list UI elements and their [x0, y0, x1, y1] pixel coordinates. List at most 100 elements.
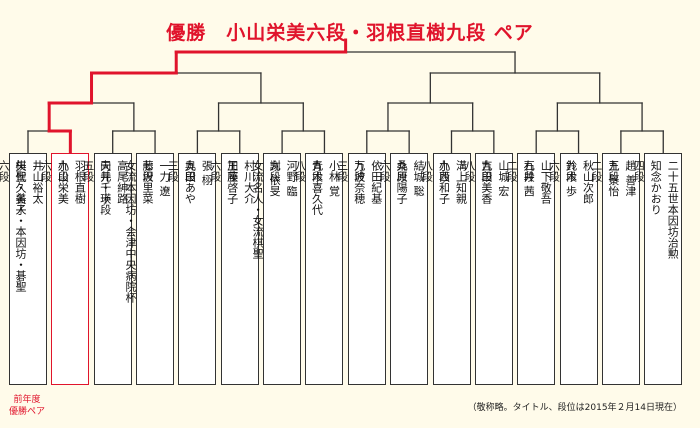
- player-rank: 九段: [395, 160, 409, 182]
- player-rank: 七段: [141, 160, 155, 182]
- pair-entry: 溝上知親九段小西和子八段: [421, 153, 471, 385]
- player: 鈴木 歩六段: [548, 160, 580, 197]
- player: 小山栄美六段: [39, 160, 71, 204]
- player-name: 石井 茜: [522, 160, 536, 197]
- player: 謝 依旻女流名人・女流棋聖: [251, 160, 283, 259]
- player-name: 結城 聡: [412, 160, 426, 197]
- player: 矢代久美子六段: [0, 160, 29, 215]
- player-rank: 二段: [505, 160, 519, 182]
- player-name: 藤沢里菜: [141, 160, 155, 204]
- player-rank: 九段: [437, 160, 451, 182]
- player-name: 謝 依旻: [268, 160, 282, 197]
- player-name: 井山裕太: [31, 160, 44, 204]
- pair-entry: 秋山次郎九段鈴木 歩六段: [548, 153, 598, 385]
- player: 一力 遼七段: [141, 160, 173, 197]
- player: 秋山次郎九段: [565, 160, 597, 204]
- page-title: 優勝 小山栄美六段・羽根直樹九段 ペア: [166, 22, 534, 44]
- player-name: 桑原陽子: [395, 160, 409, 204]
- player-rank: 六段: [378, 160, 392, 182]
- player-name: 万波奈穂: [352, 160, 366, 204]
- pair-entry: 小林 覚九段青木喜久代八段: [293, 153, 344, 385]
- player: 奥田あや三段: [166, 160, 198, 204]
- player: 依田紀基九段: [353, 160, 385, 204]
- player-name: 奥田あや: [183, 160, 197, 204]
- player: 結城 聡九段: [395, 160, 427, 197]
- player: 向井千瑛五段: [82, 160, 114, 204]
- player: 藤沢里菜女流本因坊・会津中央病院杯: [124, 160, 156, 303]
- player: 溝上知親九段: [438, 160, 470, 204]
- player-rank: 八段: [420, 160, 434, 182]
- player-name: 村川大介: [242, 160, 256, 204]
- player-rank: 八段: [462, 160, 476, 182]
- player: 河野 臨九段: [268, 160, 300, 197]
- player-rank: 棋聖・名人・本因坊・碁聖: [14, 160, 27, 292]
- player-rank: 六段: [208, 160, 222, 182]
- player: 石井 茜二段: [505, 160, 537, 197]
- player: 知念かおり四段: [632, 160, 664, 215]
- player-rank: 六段: [547, 160, 561, 182]
- player: 井山裕太棋聖・名人・本因坊・碁聖: [14, 160, 46, 292]
- player-rank: 六段: [0, 160, 10, 182]
- player-rank: 六段: [39, 160, 53, 182]
- player: 張 栩九段: [183, 160, 215, 186]
- player: 加藤啓子六段: [209, 160, 241, 204]
- player: 羽根直樹九段: [56, 160, 88, 204]
- pair-entry: 山城 宏九段吉田美香八段: [463, 153, 513, 385]
- player-rank: 三段: [335, 160, 349, 182]
- pair-entry: 張 栩九段奥田あや三段: [166, 153, 217, 385]
- player-name: 青木喜久代: [310, 160, 324, 215]
- player-name: 趙 善津: [623, 160, 637, 197]
- player-rank: 九段: [56, 160, 70, 182]
- player: 二十五世本因坊治勲: [664, 160, 681, 259]
- player-rank: 四段: [632, 160, 646, 182]
- pair-entry: 羽根直樹九段小山栄美六段: [39, 153, 90, 385]
- player-rank: 八段: [293, 160, 307, 182]
- player-name: 羽根直樹: [73, 160, 87, 204]
- player: 桑原陽子六段: [378, 160, 410, 204]
- pair-entry: 井山裕太棋聖・名人・本因坊・碁聖矢代久美子六段: [0, 153, 47, 385]
- player-name: 小山栄美: [56, 160, 70, 204]
- player: 小林 覚九段: [310, 160, 342, 197]
- player: 高尾紳路天元・十段: [99, 160, 131, 215]
- player-rank: 五段: [81, 160, 95, 182]
- player-name: 溝上知親: [454, 160, 468, 204]
- player-name: 加藤啓子: [225, 160, 239, 204]
- pair-entry: 河野 臨九段謝 依旻女流名人・女流棋聖: [251, 153, 302, 385]
- player-name: 知念かおり: [649, 160, 663, 215]
- player-name: 王 景怡: [606, 160, 620, 197]
- player-rank: 天元・十段: [98, 160, 112, 215]
- player: 青木喜久代八段: [293, 160, 325, 215]
- player: 山下敬吾九段: [522, 160, 554, 204]
- player-name: 矢代久美子: [14, 160, 27, 215]
- player-name: 吉田美香: [479, 160, 493, 204]
- pair-entry: 依田紀基九段万波奈穂三段: [336, 153, 386, 385]
- player-rank: 二段: [589, 160, 603, 182]
- player-rank: 九段: [268, 160, 282, 182]
- player-name: 山下敬吾: [539, 160, 553, 204]
- player: 万波奈穂三段: [336, 160, 368, 204]
- player-rank: 九段: [564, 160, 578, 182]
- pair-entry: 山下敬吾九段石井 茜二段: [505, 153, 556, 385]
- player-name: 小林 覚: [327, 160, 341, 197]
- previous-winner-note-line: 前年度: [13, 395, 41, 405]
- pair-entry: 趙 善津九段王 景怡二段: [590, 153, 640, 385]
- player-rank: 王座: [225, 160, 239, 182]
- previous-winner-note-line: 優勝ペア: [8, 407, 45, 417]
- previous-winner-note: 前年度 優勝ペア: [2, 394, 52, 418]
- player-rank: 女流名人・女流棋聖: [251, 160, 265, 259]
- player: 村川大介王座: [226, 160, 258, 204]
- player-rank: 女流本因坊・会津中央病院杯: [124, 160, 138, 303]
- pair-entry: 結城 聡九段桑原陽子六段: [378, 153, 429, 385]
- player-name: 小西和子: [437, 160, 451, 204]
- player-rank: 九段: [606, 160, 620, 182]
- player: 趙 善津九段: [607, 160, 639, 197]
- player-rank: 三段: [166, 160, 180, 182]
- player-name: 二十五世本因坊治勲: [666, 160, 680, 259]
- player-name: 河野 臨: [285, 160, 299, 197]
- player-rank: 九段: [352, 160, 366, 182]
- player-name: 張 栩: [200, 160, 214, 186]
- player-rank: 九段: [522, 160, 536, 182]
- player-name: 鈴木 歩: [564, 160, 578, 197]
- player-name: 秋山次郎: [581, 160, 595, 204]
